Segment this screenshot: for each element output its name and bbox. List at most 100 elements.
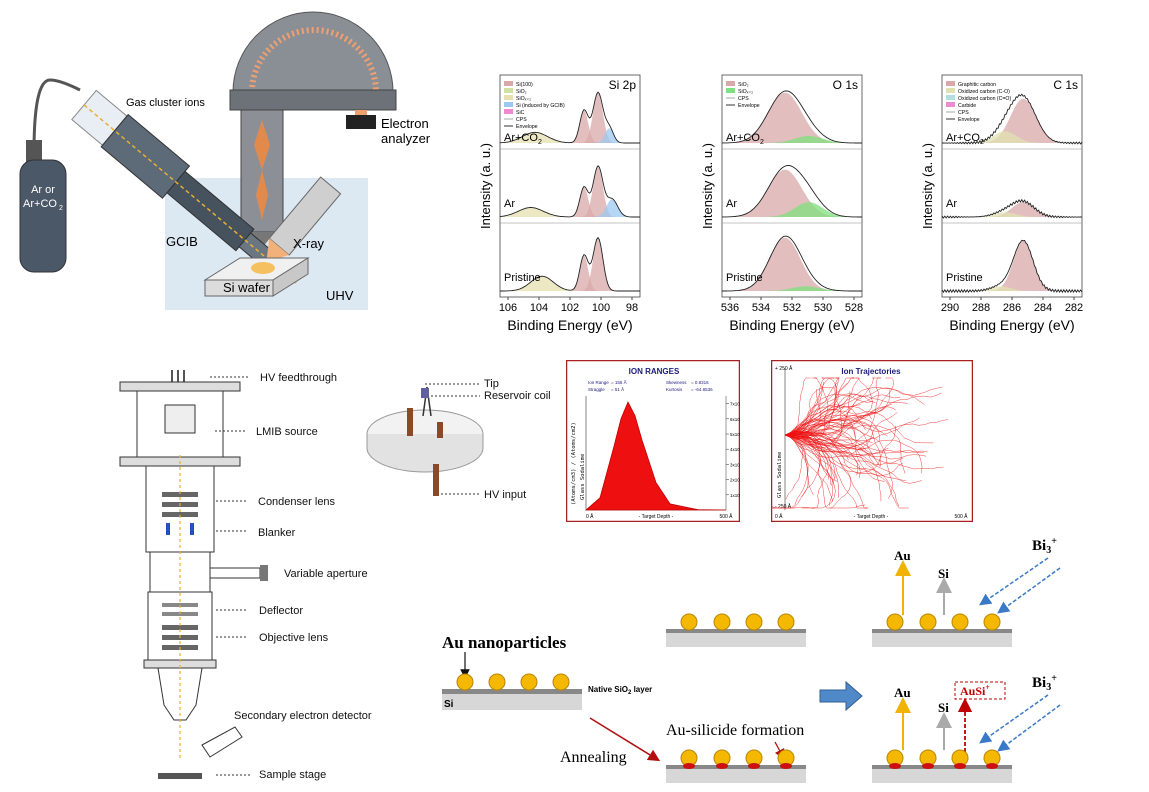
legend-entry: SiC — [516, 110, 525, 116]
traj-xmid: - Target Depth - — [854, 514, 889, 520]
analyzer-label-1: Electron — [381, 116, 429, 131]
xps-component-peak — [500, 207, 640, 217]
label-hv-input: HV input — [484, 489, 527, 501]
srim-stat-1: = 155 Å — [611, 379, 627, 385]
legend-entry: Oxidized carbon (C-O) — [958, 89, 1010, 95]
xps-row-label: Ar+CO2 — [946, 132, 984, 146]
legend-swatch — [726, 81, 735, 86]
srim-ion-trajectories: Ion Trajectories + 250 Å - 250 Å Glass S… — [771, 360, 973, 522]
lmib-emitter-drawing — [366, 383, 484, 496]
srim-title: ION RANGES — [629, 367, 680, 376]
si-substrate — [442, 694, 582, 710]
bi3-label-top: Bi3+ — [1032, 536, 1057, 556]
srim-ion-ranges-chart: ION RANGES Ion Range = 155 Å Skewness = … — [566, 360, 740, 522]
xps-x-tick: 532 — [783, 302, 801, 314]
native-oxide-layer — [442, 689, 582, 694]
label-objective-lens: Objective lens — [259, 632, 329, 644]
objective-lens-housing — [157, 667, 203, 721]
si-label-top: Si — [938, 566, 949, 581]
xps-envelope — [722, 235, 862, 292]
srim-y-tick: 3x10⁶ — [730, 462, 740, 467]
srim-xmax: 500 Å — [719, 513, 733, 520]
au-silicide-formation-label: Au-silicide formation — [666, 722, 804, 739]
label-condenser-lens: Condenser lens — [258, 496, 336, 508]
legend-entry: Si(100) — [516, 82, 533, 88]
xps-component-peak — [722, 92, 862, 143]
xps-x-tick: 284 — [1034, 302, 1052, 314]
legend-entry: Envelope — [516, 124, 538, 130]
legend-swatch — [946, 102, 955, 107]
legend-entry: Envelope — [958, 117, 980, 123]
xps-component-peak — [500, 132, 640, 143]
legend-swatch — [504, 88, 513, 93]
xps-row-label: Ar — [946, 198, 957, 210]
au-silicide-process-diagram: Au nanoparticles Si Native SiO2 layer An… — [442, 536, 1061, 783]
xps-component-peak — [500, 166, 640, 217]
xps-component-peak — [500, 128, 640, 143]
xps-row-label: Ar — [726, 198, 737, 210]
au-label-top: Au — [894, 548, 911, 563]
xps-component-peak — [942, 240, 1082, 291]
xps-envelope — [721, 165, 862, 218]
xps-envelope — [942, 93, 1083, 145]
xps-component-peak — [942, 212, 1082, 217]
traj-title: Ion Trajectories — [841, 367, 901, 376]
xps-envelope — [721, 90, 862, 144]
label-tip: Tip — [484, 378, 499, 390]
srim-stat-0: Ion Range — [588, 380, 609, 385]
traj-material: Glass Sodalime — [777, 452, 783, 498]
xps-ylabel: Intensity (a. u.) — [700, 143, 715, 229]
legend-entry: CPS — [738, 96, 749, 102]
srim-stat-3: = 0.8316 — [691, 380, 709, 385]
bi3-beam — [979, 557, 1049, 606]
xps-component-peak — [500, 92, 640, 143]
xray-label: X-ray — [293, 236, 325, 251]
xps-envelope — [499, 91, 640, 144]
hv-feedthrough-flange — [119, 381, 241, 392]
ion-trajectory-traces — [771, 377, 948, 509]
legend-swatch — [504, 95, 513, 100]
traj-top: + 250 Å — [775, 365, 793, 372]
blanker-plate — [166, 523, 170, 535]
secondary-electron-detector — [201, 726, 243, 758]
xps-component-peak — [722, 286, 862, 291]
legend-entry: Graphitic carbon — [958, 82, 996, 88]
xps-x-tick: 288 — [972, 302, 990, 314]
label-hv-feedthrough: HV feedthrough — [260, 372, 338, 384]
srim-xmid: - Target Depth - — [639, 514, 674, 520]
xps-row-label: Pristine — [946, 272, 983, 284]
au-silicide-particles — [680, 749, 795, 769]
srim-stat-6: Kurtosis — [666, 387, 683, 392]
label-lmib-source: LMIB source — [256, 426, 318, 438]
srim-y-tick: 2x10⁶ — [730, 478, 740, 483]
xps-x-tick: 286 — [1003, 302, 1021, 314]
variable-aperture — [209, 567, 261, 579]
legend-swatch — [946, 95, 955, 100]
legend-entry: Si (induced by GCIB) — [516, 103, 565, 109]
xps-row-label: Pristine — [726, 272, 763, 284]
legend-entry: SiOₓ₌₂ — [738, 89, 753, 95]
xps-component-peak — [942, 131, 1082, 143]
xps-x-tick: 528 — [845, 302, 863, 314]
xps-component-peak — [500, 199, 640, 217]
srim-ylabel: (Atoms/cm3) / (Atoms/cm2) — [571, 422, 577, 505]
xps-panel-title: O 1s — [833, 78, 858, 92]
legend-entry: SiOₓ₌₂ — [516, 96, 531, 102]
xps-component-peak — [722, 202, 862, 217]
legend-entry: Oxidized carbon (C=O) — [958, 96, 1011, 102]
traj-xmax: 500 Å — [954, 513, 968, 520]
label-variable-aperture: Variable aperture — [284, 568, 368, 580]
label-blanker: Blanker — [258, 527, 296, 539]
xps-panel-title: Si 2p — [609, 78, 637, 92]
srim-y-tick: 1x10⁶ — [730, 493, 740, 498]
xps-panel-o-1s: O 1sSiO₂SiOₓ₌₂CPSEnvelopeAr+CO2ArPristin… — [700, 74, 863, 333]
xps-envelope — [941, 198, 1082, 219]
native-oxide-label: Native SiO2 layer — [588, 685, 652, 696]
srim-stat-7: = -64.8536 — [691, 387, 713, 392]
analyzer-detector — [346, 115, 376, 129]
srim-y-tick: 5x10⁶ — [730, 432, 740, 437]
